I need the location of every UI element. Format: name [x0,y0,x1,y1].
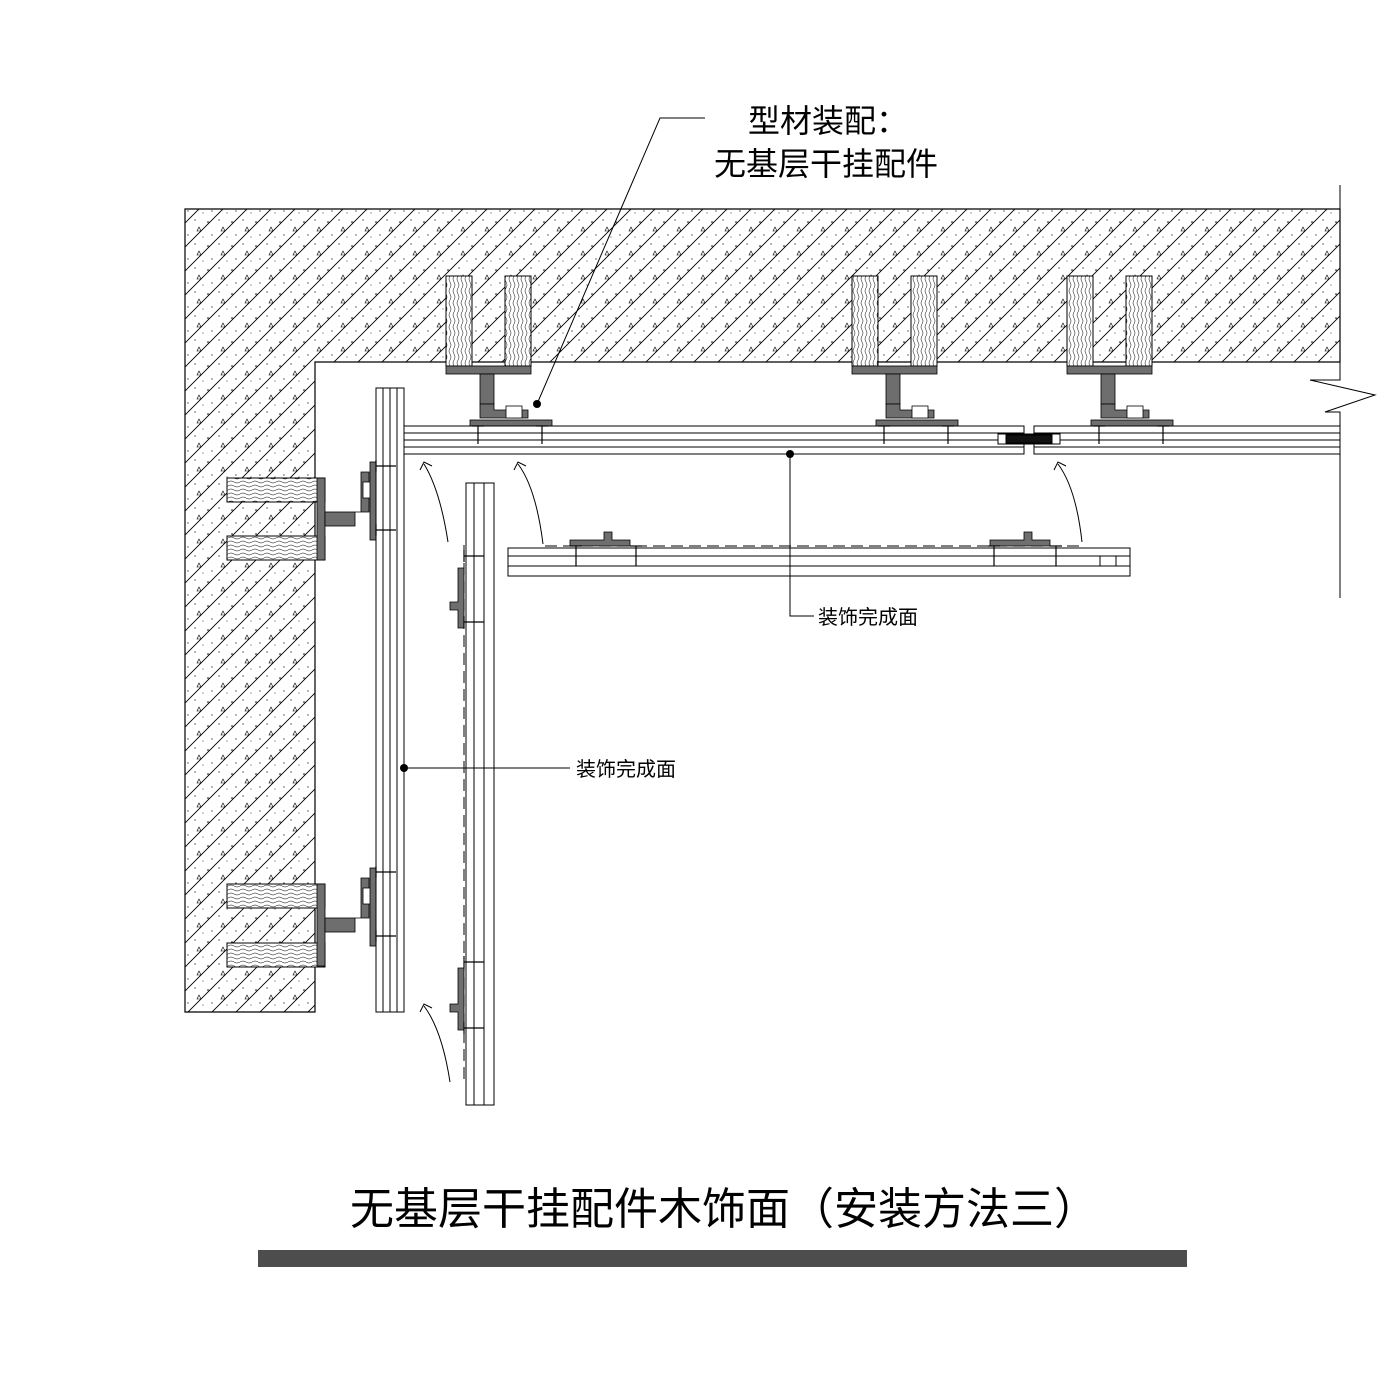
ceiling-panel-installed [403,425,1341,455]
break-line [1309,185,1377,598]
wall-wood-blocks [226,477,326,968]
title-underline-bar [258,1250,1187,1267]
install-arrows [419,461,1083,1083]
profile-leader-dot [533,400,541,408]
ceiling-finish-leader [789,454,814,617]
wall-finish-dot [400,764,408,772]
wall-pre-install-clips [449,567,465,1031]
wall-finish-label: 装饰完成面 [576,757,676,781]
pre-install-screws [570,545,1062,566]
leader-lines [404,117,814,769]
wall-brackets [316,461,377,967]
ceiling-finish-dot [786,450,794,458]
pre-install-clips [569,531,1051,547]
wall-panel-pre-install [463,482,495,1106]
ceiling-finish-label: 装饰完成面 [818,605,918,629]
profile-label-line1: 型材装配： [748,102,908,140]
concrete-structure [184,208,1341,1013]
wall-screws [375,460,396,942]
profile-label-line2: 无基层干挂配件 [714,145,938,183]
ceiling-panel-clips [469,419,1174,427]
ceiling-screws [472,425,1169,444]
ceiling-panel-pre-install [507,545,1131,577]
profile-leader [536,117,705,405]
ceiling-brackets [445,365,1153,419]
wall-pre-install-screws [463,550,484,1034]
wall-panel-installed [375,387,405,1013]
drawing-title: 无基层干挂配件木饰面（安装方法三） [350,1184,1098,1235]
